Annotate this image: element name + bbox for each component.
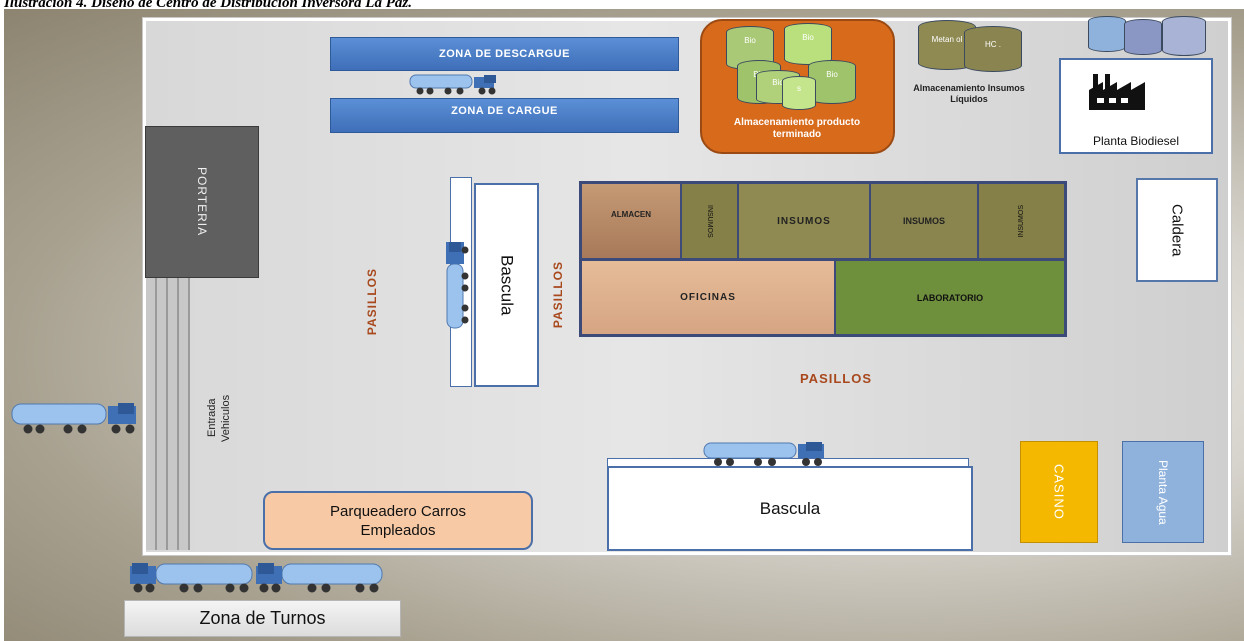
pasillos-left: PASILLOS [360,262,384,342]
pasillos-left-label: PASILLOS [365,268,379,336]
tank-icon [1088,16,1126,52]
laboratorio[interactable]: LABORATORIO [836,261,1064,334]
almacen[interactable]: ALMACEN [582,184,680,258]
entrada-vehiculos-label: Entrada Vehiculos [206,394,232,442]
truck-icon [409,74,496,95]
tank-icon: Bio [808,60,856,104]
planta-biodiesel-label: Planta Biodiesel [1092,134,1180,148]
laboratorio-label: LABORATORIO [916,292,984,303]
caldera-label: Caldera [1168,203,1186,257]
bascula-bottom[interactable]: Bascula [607,466,973,551]
bascula-left-label: Bascula [497,254,517,316]
truck-icon [446,242,469,329]
tank-icon: s [782,76,816,110]
tank-icon [1124,19,1162,55]
parqueadero[interactable]: Parqueadero Carros Empleados [263,491,533,550]
pasillos-main: PASILLOS [776,368,896,388]
bascula-bottom-label: Bascula [759,498,821,518]
truck-icon [11,403,136,434]
casino-label: CASINO [1051,464,1067,520]
insumos-3-label: INSUMOS [902,216,945,226]
insumos-4-label: INSUMOS [1018,204,1025,238]
almacenamiento-liquidos-label: Almacenamiento Insumos Líquidos [913,83,1025,104]
oficinas[interactable]: OFICINAS [582,261,834,334]
zona-descargue[interactable]: ZONA DE DESCARGUE [330,37,679,71]
almacenamiento-terminado-label: Almacenamiento producto terminado [733,117,861,140]
almacen-label: ALMACEN [611,210,651,219]
insumos-4[interactable]: INSUMOS [979,184,1064,258]
insumos-2[interactable]: INSUMOS [739,184,869,258]
pasillos-main-label: PASILLOS [799,370,873,386]
zona-descargue-label: ZONA DE DESCARGUE [439,48,570,60]
factory-icon [1089,74,1145,110]
planta-biodiesel[interactable]: Planta Biodiesel [1059,58,1213,154]
truck-icon [130,563,253,593]
caldera[interactable]: Caldera [1136,178,1218,282]
entrance-lane [146,278,190,550]
planta-agua-label: Planta Agua [1156,459,1170,525]
parqueadero-label: Parqueadero Carros Empleados [330,502,466,539]
pasillos-mid: PASILLOS [546,255,570,335]
planta-agua[interactable]: Planta Agua [1122,441,1204,543]
zona-turnos-label: Zona de Turnos [199,608,326,628]
insumos-2-label: INSUMOS [777,215,831,227]
casino[interactable]: CASINO [1020,441,1098,543]
zona-cargue-label: ZONA DE CARGUE [451,105,558,117]
insumos-1-label: INSUMOS [706,204,713,238]
truck-icon [703,442,824,466]
porteria[interactable]: PORTERIA [145,126,259,278]
zona-turnos[interactable]: Zona de Turnos [124,600,401,637]
porteria-label: PORTERIA [195,167,209,237]
insumos-3[interactable]: INSUMOS [871,184,977,258]
oficinas-label: OFICINAS [680,292,736,303]
entrada-vehiculos: Entrada Vehiculos [196,378,242,458]
truck-icon [256,563,383,593]
tank-icon: Bio [784,23,832,65]
insumos-1[interactable]: INSUMOS [682,184,737,258]
bascula-left[interactable]: Bascula [474,183,539,387]
tank-icon: HC . [964,26,1022,72]
zona-cargue[interactable]: ZONA DE CARGUE [330,98,679,133]
tank-icon [1162,16,1206,56]
figure-caption: Ilustración 4. Diseño de Centro de Distr… [4,0,412,11]
pasillos-mid-label: PASILLOS [551,261,565,329]
